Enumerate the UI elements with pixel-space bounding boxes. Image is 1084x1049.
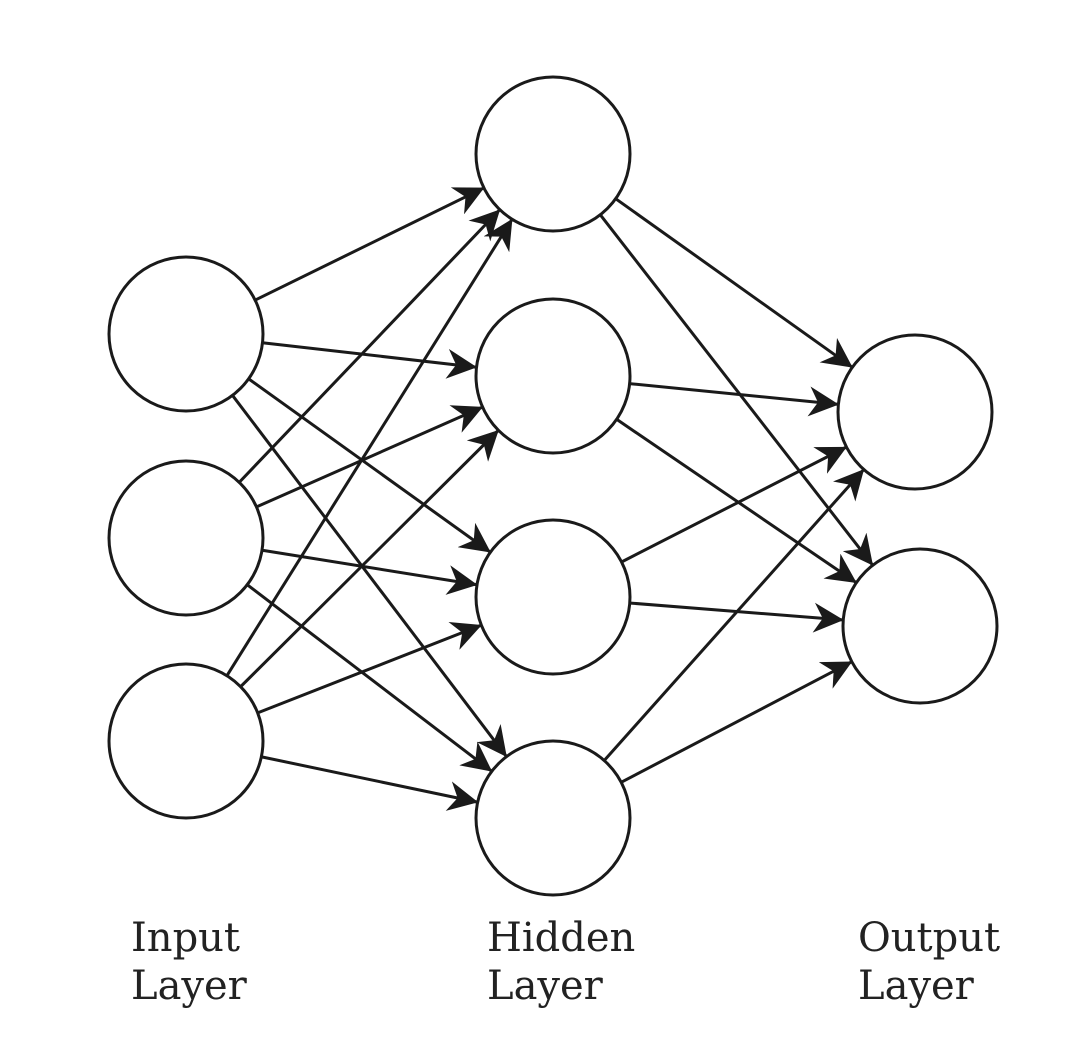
connection-hidden-4-to-output-2 xyxy=(621,660,853,784)
output-layer-label-line1: Output xyxy=(858,915,1001,961)
connection-input-3-to-hidden-2 xyxy=(240,429,499,688)
output-node-1 xyxy=(836,333,994,491)
connection-input-2-to-hidden-1 xyxy=(238,209,501,483)
output-layer-label: Output Layer xyxy=(858,914,1000,1010)
connection-input-1-to-hidden-3 xyxy=(248,378,491,553)
connections-group xyxy=(226,186,874,811)
connection-hidden-3-to-output-1 xyxy=(621,446,847,563)
hidden-node-1 xyxy=(474,75,632,233)
connection-hidden-2-to-output-1 xyxy=(630,382,839,417)
output-node-2 xyxy=(841,547,999,705)
connection-hidden-2-to-output-2 xyxy=(616,418,857,584)
input-node-2 xyxy=(107,459,265,617)
hidden-layer-label-line2: Layer xyxy=(487,963,603,1009)
hidden-node-2 xyxy=(474,297,632,455)
connection-input-3-to-hidden-1 xyxy=(226,218,513,676)
hidden-node-4 xyxy=(474,739,632,897)
hidden-node-3 xyxy=(474,518,632,676)
input-layer-label-line2: Layer xyxy=(131,963,247,1009)
hidden-layer-label-line1: Hidden xyxy=(487,915,636,961)
input-node-1 xyxy=(107,255,265,413)
connection-input-3-to-hidden-3 xyxy=(258,621,482,714)
nodes-group xyxy=(107,75,999,897)
connection-hidden-1-to-output-1 xyxy=(615,198,853,368)
connection-input-2-to-hidden-2 xyxy=(256,405,483,508)
connection-hidden-1-to-output-2 xyxy=(599,214,874,566)
hidden-layer-label: Hidden Layer xyxy=(487,914,635,1010)
connection-input-1-to-hidden-1 xyxy=(255,186,485,302)
connection-input-2-to-hidden-4 xyxy=(247,584,493,772)
connection-input-3-to-hidden-4 xyxy=(261,755,479,811)
connection-input-1-to-hidden-2 xyxy=(263,341,477,379)
connection-hidden-4-to-output-1 xyxy=(603,469,865,761)
input-layer-label: Input Layer xyxy=(131,914,247,1010)
output-layer-label-line2: Layer xyxy=(858,963,974,1009)
connection-input-1-to-hidden-4 xyxy=(231,395,508,757)
input-layer-label-line1: Input xyxy=(131,915,241,961)
connection-input-2-to-hidden-3 xyxy=(262,548,478,595)
input-node-3 xyxy=(107,662,265,820)
